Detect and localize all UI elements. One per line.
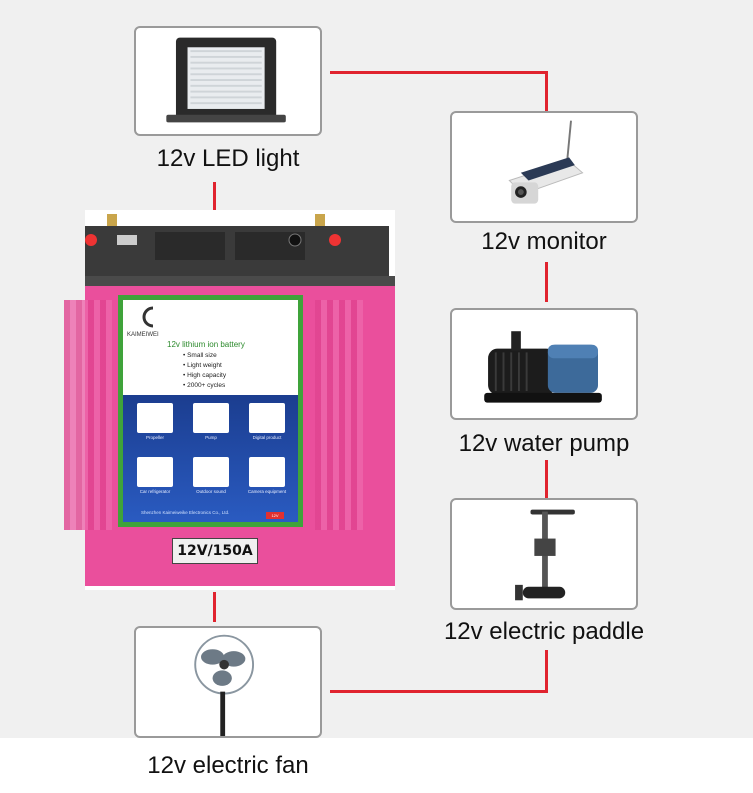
wire-bottom-horizontal: [330, 690, 548, 693]
standing-fan-icon: [194, 634, 255, 736]
outdoor-sound-icon: [193, 457, 229, 487]
wire-monitor-pump: [545, 262, 548, 302]
rating-badge: 12V/150A: [172, 538, 258, 564]
wire-top-down: [545, 71, 548, 111]
voltage-tag: 12V: [266, 512, 284, 519]
electric-paddle-card: [450, 498, 638, 610]
water-pump-card: [450, 308, 638, 420]
company-name: Shenzhen Kaimeiweike Electronics Co., Lt…: [141, 510, 230, 515]
monitor-caption: 12v monitor: [481, 228, 607, 255]
feature-3: • High capacity: [183, 372, 227, 379]
applications-panel: Propeller Pump Digital product Car refri…: [123, 395, 298, 522]
brand-name: KAIMEIWEI: [127, 332, 159, 338]
security-camera-icon: [508, 120, 584, 204]
wire-led-vertical: [213, 182, 216, 212]
battery-label: KAIMEIWEI 12v lithium ion battery • Smal…: [118, 295, 303, 527]
wire-pump-paddle: [545, 460, 548, 498]
feature-2: • Light weight: [183, 362, 222, 369]
brand-logo-icon: [142, 306, 154, 328]
electric-fan-card: [134, 626, 322, 738]
product-title: 12v lithium ion battery: [167, 340, 245, 349]
wire-fan-vertical: [213, 592, 216, 622]
trolling-motor-icon: [515, 509, 575, 601]
feature-4: • 2000+ cycles: [183, 382, 226, 389]
propeller-icon: [137, 403, 173, 433]
wire-top-horizontal: [330, 71, 548, 74]
battery-ribs-left: [64, 300, 112, 530]
water-pump-caption: 12v water pump: [458, 430, 630, 457]
digital-product-icon: [249, 403, 285, 433]
car-refrigerator-icon: [137, 457, 173, 487]
led-light-card: [134, 26, 322, 136]
electric-paddle-caption: 12v electric paddle: [443, 618, 645, 645]
feature-1: • Small size: [183, 352, 217, 359]
monitor-card: [450, 111, 638, 223]
electric-fan-caption: 12v electric fan: [147, 752, 309, 779]
pump-icon: [193, 403, 229, 433]
led-light-caption: 12v LED light: [156, 145, 300, 172]
floodlight-icon: [166, 37, 286, 123]
camera-equipment-icon: [249, 457, 285, 487]
water-pump-icon: [484, 331, 602, 403]
battery-ribs-right: [315, 300, 363, 530]
wire-paddle-down: [545, 650, 548, 692]
